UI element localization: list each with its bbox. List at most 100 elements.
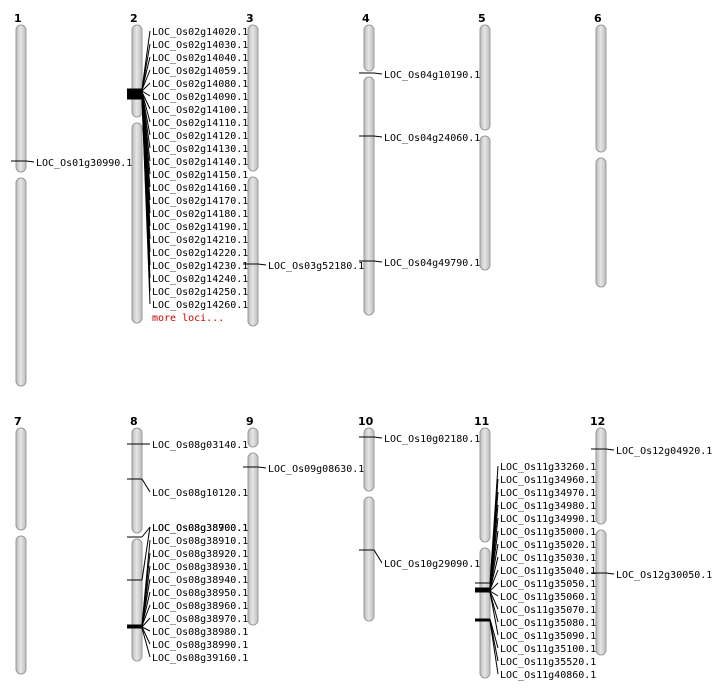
chromosome-upper-arm[interactable] [247, 427, 259, 448]
locus-label[interactable]: LOC_Os11g35000.1 [500, 527, 596, 538]
chromosome-number: 7 [14, 415, 22, 428]
chromosome-upper-arm[interactable] [131, 24, 143, 118]
locus-label[interactable]: LOC_Os11g34990.1 [500, 514, 596, 525]
locus-label[interactable]: LOC_Os11g40860.1 [500, 670, 596, 681]
locus-label[interactable]: LOC_Os11g35520.1 [500, 657, 596, 668]
locus-label[interactable]: LOC_Os02g14020.1 [152, 27, 248, 38]
locus-label[interactable]: LOC_Os03g52180.1 [268, 261, 364, 272]
locus-label[interactable]: LOC_Os10g02180.1 [384, 434, 480, 445]
chromosome-upper-arm[interactable] [363, 24, 375, 72]
locus-label[interactable]: LOC_Os11g33260.1 [500, 462, 596, 473]
locus-label[interactable]: LOC_Os02g14180.1 [152, 209, 248, 220]
locus-label[interactable]: LOC_Os08g38990.1 [152, 640, 248, 651]
chromosome-upper-arm[interactable] [595, 427, 607, 525]
locus-label[interactable]: LOC_Os02g14030.1 [152, 40, 248, 51]
locus-label[interactable]: LOC_Os02g14080.1 [152, 79, 248, 90]
locus-label[interactable]: LOC_Os11g35090.1 [500, 631, 596, 642]
locus-label[interactable]: LOC_Os11g34980.1 [500, 501, 596, 512]
locus-label[interactable]: LOC_Os02g14210.1 [152, 235, 248, 246]
chromosome-lower-arm[interactable] [247, 176, 259, 327]
locus-label[interactable]: LOC_Os08g10120.1 [152, 488, 248, 499]
chromosome-lower-arm[interactable] [479, 135, 491, 271]
locus-label[interactable]: LOC_Os08g39160.1 [152, 653, 248, 664]
locus-label[interactable]: LOC_Os08g03140.1 [152, 440, 248, 451]
locus-label[interactable]: LOC_Os02g14190.1 [152, 222, 248, 233]
locus-label[interactable]: LOC_Os02g14240.1 [152, 274, 248, 285]
locus-label[interactable]: LOC_Os02g14170.1 [152, 196, 248, 207]
locus-connector [489, 590, 499, 610]
locus-label[interactable]: LOC_Os08g38970.1 [152, 614, 248, 625]
chromosome-upper-arm[interactable] [595, 24, 607, 153]
locus-label[interactable]: LOC_Os08g38910.1 [152, 536, 248, 547]
locus-label[interactable]: LOC_Os11g35030.1 [500, 553, 596, 564]
locus-connector [257, 263, 267, 266]
chromosome-lower-arm[interactable] [15, 177, 27, 387]
locus-connector [141, 604, 151, 627]
locus-label[interactable]: LOC_Os02g14100.1 [152, 105, 248, 116]
chromosome-lower-arm[interactable] [595, 529, 607, 656]
chromosome-number: 12 [590, 415, 605, 428]
locus-label[interactable]: LOC_Os11g35040.1 [500, 566, 596, 577]
locus-label[interactable]: LOC_Os10g29090.1 [384, 559, 480, 570]
locus-label[interactable]: LOC_Os01g30990.1 [36, 158, 132, 169]
chromosome-lower-arm[interactable] [479, 547, 491, 679]
locus-label[interactable]: LOC_Os11g35080.1 [500, 618, 596, 629]
locus-label[interactable]: LOC_Os02g14150.1 [152, 170, 248, 181]
locus-label[interactable]: LOC_Os02g14140.1 [152, 157, 248, 168]
locus-label[interactable]: LOC_Os11g35020.1 [500, 540, 596, 551]
locus-label[interactable]: LOC_Os08g38900.1 [152, 523, 248, 534]
chromosome-upper-arm[interactable] [247, 24, 259, 172]
locus-label[interactable]: LOC_Os02g14160.1 [152, 183, 248, 194]
locus-label[interactable]: LOC_Os12g04920.1 [616, 446, 712, 457]
chromosome-lower-arm[interactable] [363, 496, 375, 622]
locus-connector [489, 590, 499, 597]
chromosome-upper-arm[interactable] [363, 427, 375, 492]
chromosome-upper-arm[interactable] [479, 24, 491, 131]
locus-label[interactable]: LOC_Os02g14059.1 [152, 66, 248, 77]
chromosome-lower-arm[interactable] [131, 122, 143, 324]
locus-label[interactable]: LOC_Os11g35060.1 [500, 592, 596, 603]
chromosome-upper-arm[interactable] [479, 427, 491, 543]
locus-label[interactable]: LOC_Os11g34960.1 [500, 475, 596, 486]
locus-label[interactable]: LOC_Os02g14230.1 [152, 261, 248, 272]
locus-label[interactable]: LOC_Os08g38920.1 [152, 549, 248, 560]
locus-label[interactable]: LOC_Os12g30050.1 [616, 570, 712, 581]
chromosome-lower-arm[interactable] [363, 76, 375, 316]
locus-label[interactable]: LOC_Os02g14260.1 [152, 300, 248, 311]
locus-label[interactable]: LOC_Os08g38940.1 [152, 575, 248, 586]
locus-connector [489, 543, 499, 591]
locus-label[interactable]: LOC_Os08g38700.1 [152, 523, 248, 534]
locus-label[interactable]: LOC_Os02g14130.1 [152, 144, 248, 155]
locus-connector [257, 466, 267, 469]
locus-label[interactable]: LOC_Os11g35050.1 [500, 579, 596, 590]
locus-label[interactable]: LOC_Os04g49790.1 [384, 258, 480, 269]
chromosome-lower-arm[interactable] [15, 535, 27, 675]
locus-label[interactable]: LOC_Os11g34970.1 [500, 488, 596, 499]
locus-label[interactable]: LOC_Os08g38980.1 [152, 627, 248, 638]
locus-label[interactable]: LOC_Os02g14090.1 [152, 92, 248, 103]
locus-label[interactable]: LOC_Os02g14250.1 [152, 287, 248, 298]
locus-label[interactable]: LOC_Os04g24060.1 [384, 133, 480, 144]
locus-connector [141, 526, 151, 538]
chromosome-lower-arm[interactable] [595, 157, 607, 288]
chromosome-upper-arm[interactable] [15, 24, 27, 173]
locus-label[interactable]: LOC_Os08g38960.1 [152, 601, 248, 612]
locus-label[interactable]: LOC_Os02g14110.1 [152, 118, 248, 129]
locus-connector [141, 626, 151, 645]
locus-connector [141, 98, 151, 305]
locus-label[interactable]: LOC_Os11g35070.1 [500, 605, 596, 616]
chromosome-lower-arm[interactable] [131, 538, 143, 662]
chromosome-number: 10 [358, 415, 374, 428]
locus-label[interactable]: LOC_Os08g38930.1 [152, 562, 248, 573]
locus-label[interactable]: LOC_Os08g38950.1 [152, 588, 248, 599]
locus-label[interactable]: LOC_Os02g14220.1 [152, 248, 248, 259]
chromosome-upper-arm[interactable] [15, 427, 27, 531]
locus-label[interactable]: LOC_Os11g35100.1 [500, 644, 596, 655]
chromosome-lower-arm[interactable] [247, 452, 259, 626]
locus-label[interactable]: LOC_Os02g14040.1 [152, 53, 248, 64]
chromosome-upper-arm[interactable] [131, 427, 143, 534]
locus-label[interactable]: LOC_Os02g14120.1 [152, 131, 248, 142]
locus-label[interactable]: LOC_Os04g10190.1 [384, 70, 480, 81]
more-loci-link[interactable]: more loci... [152, 313, 224, 324]
locus-label[interactable]: LOC_Os09g08630.1 [268, 464, 364, 475]
